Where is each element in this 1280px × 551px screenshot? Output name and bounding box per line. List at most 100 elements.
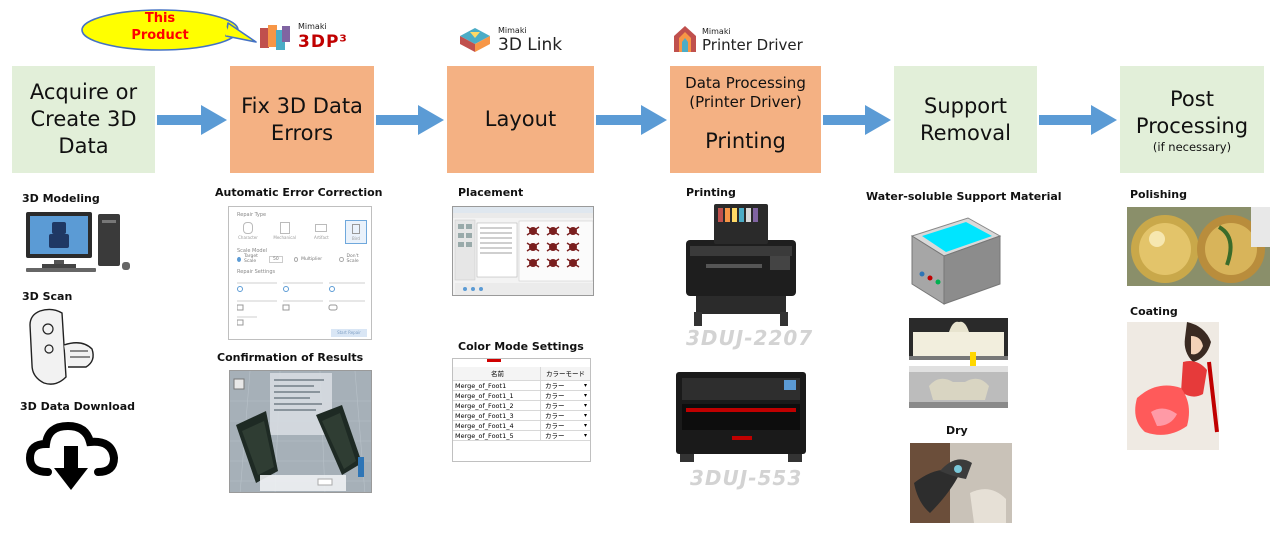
callout-line-2: Product xyxy=(131,28,189,43)
printer-3duj2207-image xyxy=(686,204,796,326)
mimaki-3dp3-logo: Mimaki 3DP³ xyxy=(258,20,368,56)
printer-driver-brand: Mimaki xyxy=(702,27,731,36)
stage-acquire-line-1: Acquire or xyxy=(29,80,138,104)
polishing-photo xyxy=(1127,207,1270,286)
support-after-image xyxy=(909,366,1008,408)
type-character-label: Character xyxy=(238,235,258,240)
row-name: Merge_of_Foot1 xyxy=(453,381,541,390)
3dp3-logo-icon xyxy=(260,25,290,50)
row-mode-select[interactable]: カラー xyxy=(541,391,590,401)
target-scale-input[interactable]: 50 xyxy=(268,255,283,263)
stage-acquire: Acquire or Create 3D Data xyxy=(12,66,155,173)
multiplier-radio[interactable] xyxy=(293,256,299,262)
stage-fix-errors: Fix 3D Data Errors xyxy=(230,66,374,173)
caption-3d-scan: 3D Scan xyxy=(22,290,73,303)
stage-acquire-line-3: Data xyxy=(58,134,109,158)
printer-3duj553-image xyxy=(676,372,806,462)
repair-type-mechanical[interactable]: Mechanical xyxy=(272,220,298,244)
multiplier-label: Multiplier xyxy=(301,256,323,262)
printer-label-3duj553: 3DUJ-553 xyxy=(690,466,803,490)
row-mode-select[interactable]: カラー xyxy=(541,431,590,441)
repair-settings-window: Repair Type Character Mechanical Artifac… xyxy=(228,206,372,340)
flow-arrow-4 xyxy=(823,105,891,135)
row-name: Merge_of_Foot1_4 xyxy=(453,421,541,430)
flow-arrow-3 xyxy=(596,105,667,135)
red-accent-mark xyxy=(487,359,501,362)
stage-printing-line-2: (Printer Driver) xyxy=(689,93,802,111)
repair-type-artifact[interactable]: Artifact xyxy=(308,220,334,244)
scale-model-label: Scale Model xyxy=(237,248,268,254)
repair-type-label: Repair Type xyxy=(237,212,267,218)
placement-window xyxy=(452,206,594,296)
row-mode-select[interactable]: カラー xyxy=(541,411,590,421)
row-name: Merge_of_Foot1_5 xyxy=(453,431,541,440)
3dlink-brand: Mimaki xyxy=(498,26,527,35)
caption-3d-data-download: 3D Data Download xyxy=(20,400,135,413)
row-name: Merge_of_Foot1_3 xyxy=(453,411,541,420)
stage-support-line-2: Removal xyxy=(919,120,1011,145)
caption-polishing: Polishing xyxy=(1130,188,1188,201)
support-after-photo xyxy=(909,366,1008,408)
stage-support-line-1: Support xyxy=(923,93,1007,118)
printer-label-3duj2207: 3DUJ-2207 xyxy=(686,326,814,350)
caption-placement: Placement xyxy=(458,186,524,199)
scale-model-row: Target Scale 50 Multiplier Don't Scale xyxy=(237,254,367,264)
header-name: 名前 xyxy=(453,367,541,380)
row-name: Merge_of_Foot1_1 xyxy=(453,391,541,400)
row-mode-select[interactable]: カラー xyxy=(541,381,590,391)
3dlink-name: 3D Link xyxy=(498,35,563,55)
stage-printing: Data Processing (Printer Driver) Printin… xyxy=(670,66,821,173)
mimaki-3dlink-logo: Mimaki 3D Link xyxy=(458,24,588,58)
repair-type-bird[interactable]: Bird xyxy=(344,220,367,244)
computer-modeling-icon xyxy=(26,212,130,272)
type-artifact-label: Artifact xyxy=(313,235,329,240)
stage-post-note: (if necessary) xyxy=(1152,139,1232,154)
repair-settings-controls xyxy=(237,282,365,326)
header-mode: カラーモード xyxy=(546,370,585,378)
dont-scale-radio[interactable] xyxy=(339,256,344,262)
support-before-image xyxy=(909,318,1008,360)
stage-printing-line-3: Printing xyxy=(705,129,786,153)
3dp3-name: 3DP³ xyxy=(298,32,348,52)
callout-line-1: This xyxy=(144,11,176,26)
cloud-download-icon xyxy=(25,421,119,490)
stage-support-removal: Support Removal xyxy=(894,66,1037,173)
type-bird-label: Bird xyxy=(351,236,360,241)
3dp3-brand: Mimaki xyxy=(298,22,327,31)
caption-automatic-error-correction: Automatic Error Correction xyxy=(215,186,383,199)
repair-type-options: Character Mechanical Artifact Bird xyxy=(235,220,367,246)
stage-printing-line-1: Data Processing xyxy=(685,74,806,92)
coating-image xyxy=(1127,322,1219,450)
flow-arrow-2 xyxy=(376,105,444,135)
row-mode-select[interactable]: カラー xyxy=(541,421,590,431)
caption-color-mode-settings: Color Mode Settings xyxy=(458,340,584,353)
caption-dry: Dry xyxy=(946,424,968,437)
repair-settings-label: Repair Settings xyxy=(237,269,276,275)
color-table-header: 名前 カラーモード xyxy=(453,367,590,381)
stage-layout: Layout xyxy=(447,66,594,173)
target-scale-radio[interactable] xyxy=(237,256,241,262)
water-tank-icon xyxy=(910,217,1002,305)
flow-arrow-5 xyxy=(1039,105,1117,135)
caption-coating: Coating xyxy=(1130,305,1178,318)
dont-scale-label: Don't Scale xyxy=(346,254,359,264)
row-mode-select[interactable]: カラー xyxy=(541,401,590,411)
locomotive-models-image xyxy=(230,371,371,492)
handheld-scanner-icon xyxy=(29,308,94,385)
support-before-photo xyxy=(909,318,1008,360)
repair-type-character[interactable]: Character xyxy=(235,220,261,244)
3dlink-logo-icon xyxy=(460,28,490,52)
stage-post-line-1: Post xyxy=(1170,86,1214,111)
caption-confirmation-of-results: Confirmation of Results xyxy=(217,351,364,364)
type-mechanical-label: Mechanical xyxy=(273,235,296,240)
start-repair-button[interactable]: Start Repair xyxy=(331,329,367,337)
printer-driver-logo-icon xyxy=(674,26,696,52)
dry-image xyxy=(910,443,1012,523)
